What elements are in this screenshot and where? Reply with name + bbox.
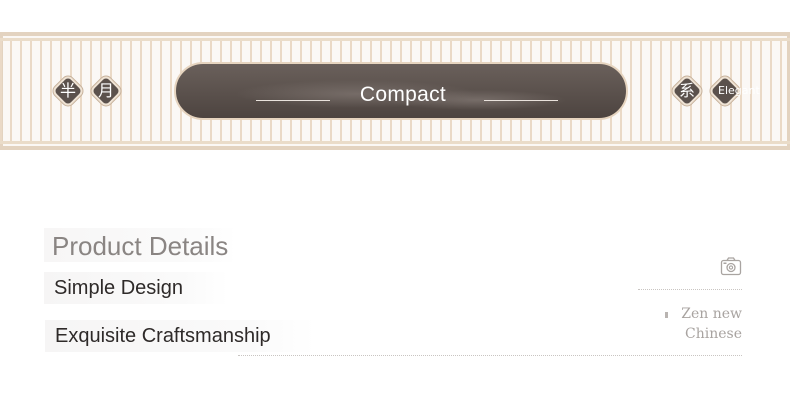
style-tag: Zen new Chinese	[672, 304, 742, 344]
section-heading: Product Details	[44, 228, 237, 262]
seal-glyph: 半	[59, 81, 76, 100]
pill-line-left	[256, 100, 330, 101]
seal-glyph: 系	[678, 81, 695, 100]
lattice-banner: 半 月 Compact 系 Elegant	[0, 32, 790, 150]
detail-item-simple-design: Simple Design	[44, 272, 228, 304]
seal-right-1: 系	[670, 74, 704, 108]
style-tag-line-2: Chinese	[685, 326, 742, 342]
seal-left-1: 半	[51, 74, 85, 108]
style-tag-line-1: Zen new	[681, 306, 742, 322]
lattice-rail-top	[0, 38, 790, 41]
seal-glyph: Elegant	[718, 84, 760, 97]
seal-left-2: 月	[89, 74, 123, 108]
seal-right-2: Elegant	[708, 74, 760, 108]
pill-line-right	[484, 100, 558, 101]
banner-title: Compact	[359, 83, 447, 106]
detail-item-craftsmanship: Exquisite Craftsmanship	[45, 320, 315, 352]
camera-icon	[720, 257, 742, 276]
lattice-rail-bottom	[0, 141, 790, 144]
divider-long	[238, 355, 742, 356]
tag-marker	[665, 312, 668, 318]
title-pill: Compact	[174, 62, 628, 120]
seal-glyph: 月	[97, 81, 114, 100]
divider-short	[638, 289, 742, 290]
